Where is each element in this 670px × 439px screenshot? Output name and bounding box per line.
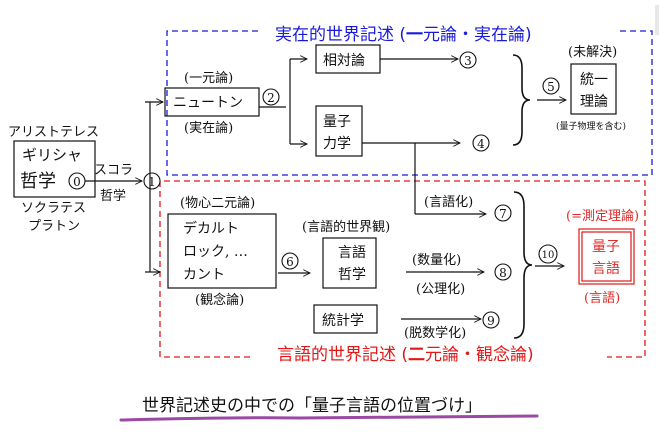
- realist-region-border: [166, 30, 653, 176]
- quantum-language-line2: 言語: [592, 261, 620, 277]
- title-underline: [119, 414, 539, 422]
- greek-below1: ソクラテス: [21, 201, 86, 216]
- num-1: 1: [148, 175, 156, 189]
- node-quantum-mechanics: 量子 力学 4: [315, 105, 490, 157]
- dualism-box: [167, 213, 277, 289]
- statistics-box: [313, 304, 378, 334]
- dualism-line2: ロック, …: [183, 244, 248, 260]
- newton-above: (一元論): [184, 70, 233, 86]
- arrow-group-9: (脱数学化) 9: [401, 311, 500, 341]
- statistics-label: 統計学: [322, 313, 364, 329]
- greek-line2: 哲学: [20, 171, 56, 192]
- lang-phil-box: [322, 237, 377, 289]
- greek-below2: プラトン: [28, 219, 80, 234]
- num-5: 5: [547, 80, 555, 94]
- unified-line2: 理論: [580, 94, 608, 110]
- newton-label: ニュートン: [173, 95, 243, 111]
- linguistic-region: 言語的世界記述 (二元論・観念論): [159, 180, 646, 365]
- num-6: 6: [286, 255, 294, 269]
- num-8: 8: [499, 266, 507, 280]
- brace-realist: [512, 54, 531, 146]
- scholastic-line1: スコラ: [94, 163, 133, 178]
- linguistic-region-label: 言語的世界記述 (二元論・観念論): [277, 344, 534, 365]
- realist-region-label: 実在的世界記述 (一元論・実在論): [275, 25, 532, 45]
- lang-phil-line2: 哲学: [338, 267, 366, 283]
- quantum-language-box-inner: [581, 231, 632, 282]
- qm-line1: 量子: [323, 114, 351, 130]
- scholastic-arrow: スコラ 哲学 1: [85, 163, 161, 204]
- greek-line1: ギリシャ: [22, 146, 82, 164]
- title-text: 世界記述史の中での「量子言語の位置づけ」: [142, 396, 482, 416]
- num-circle-10: [538, 244, 558, 264]
- num-9: 9: [487, 314, 495, 328]
- node-relativity: 相対論 3: [315, 44, 477, 74]
- lang-phil-line1: 言語: [338, 245, 366, 261]
- node-statistics: 統計学: [313, 304, 378, 334]
- dualism-below: (観念論): [195, 292, 244, 308]
- num-circle-2: [262, 88, 280, 106]
- num-circle-8: [494, 263, 512, 281]
- quantum-language-above: (=測定理論): [566, 208, 639, 224]
- unified-line1: 統一: [580, 72, 608, 88]
- unified-below: (量子物理を含む): [556, 120, 626, 132]
- arrow9-below: (脱数学化): [404, 325, 466, 341]
- node-newton: (一元論) ニュートン (実在論) 2: [164, 70, 286, 136]
- node-greek-philosophy: アリストテレス ギリシャ 哲学 0 ソクラテス プラトン: [8, 125, 99, 234]
- brace-linguistic: [513, 191, 533, 339]
- quantum-language-below: (言語): [584, 290, 620, 306]
- unified-above: (未解決): [568, 45, 617, 60]
- dualism-above: (物心二元論): [180, 195, 255, 211]
- num-circle-9: [482, 311, 500, 329]
- node-unified-theory: 5 (未解決) 統一 理論 (量子物理を含む): [537, 45, 626, 132]
- arrow8-above: (数量化): [412, 253, 461, 268]
- unified-box: [570, 63, 617, 115]
- window-edge-strip: [655, 5, 659, 35]
- lang-phil-above: (言語的世界観): [302, 219, 390, 235]
- newton-below: (実在論): [184, 120, 233, 136]
- greek-above-label: アリストテレス: [8, 125, 99, 140]
- qm-line2: 力学: [323, 136, 351, 152]
- num-circle-5: [542, 77, 560, 95]
- greek-box: [13, 140, 96, 198]
- qm-box: [315, 105, 363, 157]
- num-3: 3: [464, 54, 472, 68]
- diagram-title: 世界記述史の中での「量子言語の位置づけ」: [119, 396, 539, 422]
- arrow8-below: (公理化): [416, 282, 465, 297]
- realist-region: 実在的世界記述 (一元論・実在論): [166, 25, 653, 176]
- relativity-label: 相対論: [323, 53, 365, 69]
- num-0: 0: [73, 175, 81, 189]
- arrow-group-8: (数量化) (公理化) 8: [406, 253, 512, 297]
- num-circle-4: [472, 134, 490, 152]
- node-quantum-language: 10 (=測定理論) 量子 言語 (言語): [535, 208, 639, 306]
- dualism-line3: カント: [183, 267, 225, 283]
- arrow-group-7: (言語化) 7: [415, 194, 512, 222]
- quantum-language-box-outer: [578, 228, 635, 285]
- newton-box: [164, 87, 260, 117]
- num-circle-3: [459, 51, 477, 69]
- linguistic-region-border: [159, 180, 646, 358]
- node-dualism: (物心二元論) デカルト ロック, … カント (観念論) 6: [167, 195, 310, 308]
- node-philosophy-of-language: (言語的世界観) 言語 哲学: [302, 219, 390, 289]
- quantum-language-line1: 量子: [592, 239, 620, 255]
- arrow7-label: (言語化): [424, 194, 473, 210]
- num-2: 2: [267, 91, 275, 105]
- num-7: 7: [499, 207, 507, 221]
- num-circle-7: [494, 204, 512, 222]
- num-circle-1: [143, 172, 161, 190]
- num-4: 4: [477, 137, 485, 151]
- num-circle-6: [281, 252, 299, 270]
- dualism-line1: デカルト: [183, 220, 239, 237]
- scholastic-line2: 哲学: [100, 188, 126, 204]
- num-10: 10: [542, 250, 555, 261]
